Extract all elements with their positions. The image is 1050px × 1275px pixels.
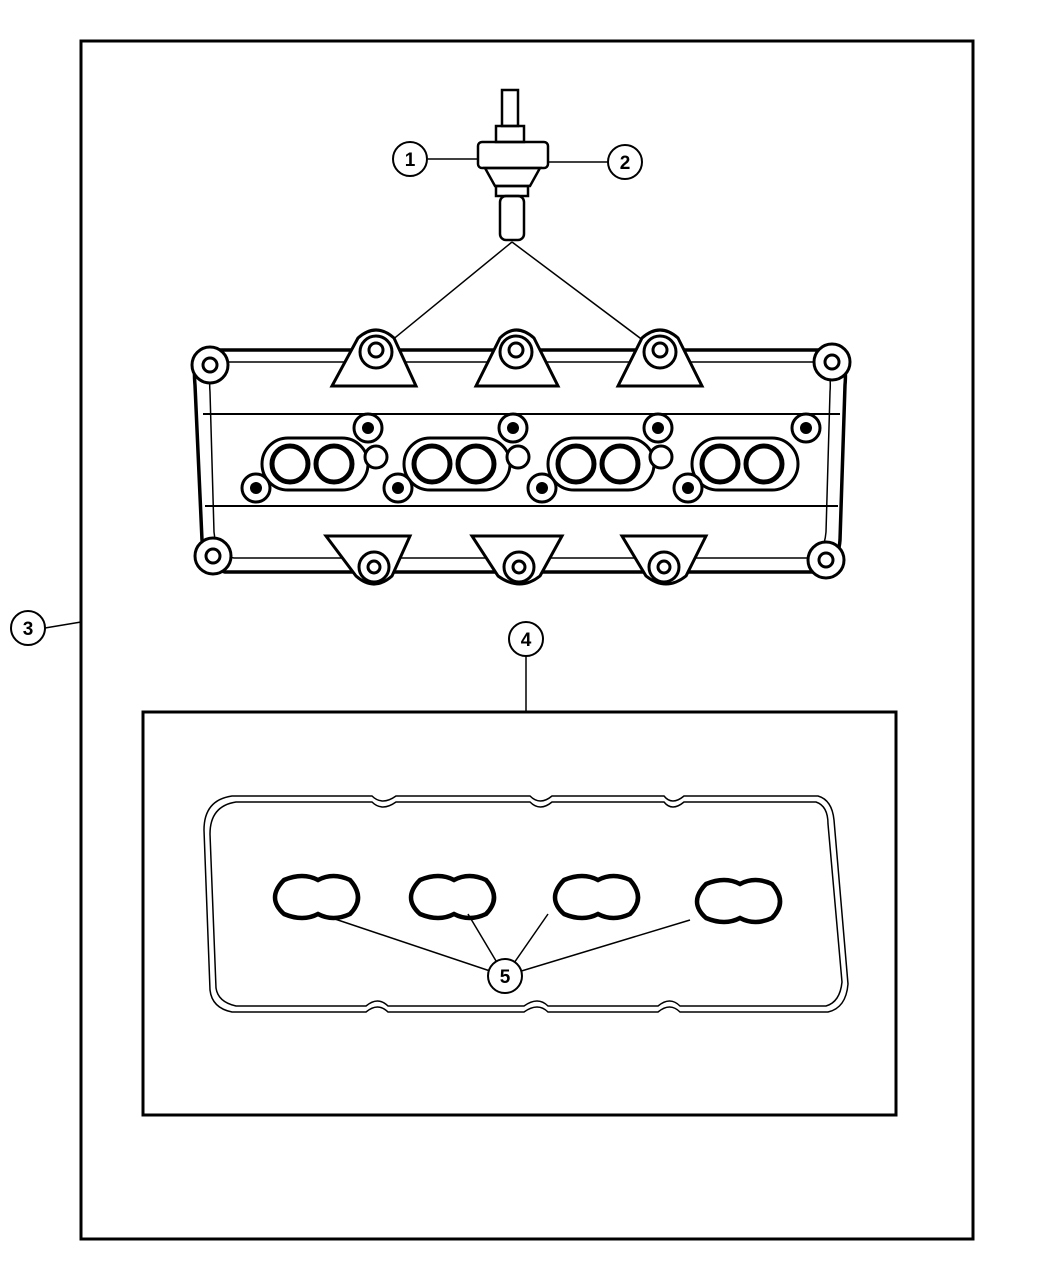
leader-3 (44, 621, 82, 629)
leader-valve-left (379, 241, 513, 351)
callout-2: 2 (607, 144, 643, 180)
callout-3: 3 (10, 610, 46, 646)
leader-5a (319, 913, 506, 977)
leader-5d (504, 919, 691, 977)
callout-2-label: 2 (620, 153, 631, 174)
valve-cover-gasket (203, 795, 849, 1013)
spark-plug-tube-seals (272, 873, 783, 925)
pcv-valve (476, 88, 550, 242)
gasket-kit-frame (141, 710, 898, 1117)
valve-cover (190, 328, 852, 586)
callout-4: 4 (508, 621, 544, 657)
callout-3-label: 3 (23, 619, 34, 640)
kit-frame (79, 39, 975, 1241)
callout-1: 1 (392, 141, 428, 177)
callout-5-label: 5 (500, 967, 511, 988)
callout-1-label: 1 (405, 150, 416, 171)
callout-4-label: 4 (521, 630, 532, 651)
leader-valve-right (511, 241, 657, 351)
callout-5: 5 (487, 958, 523, 994)
